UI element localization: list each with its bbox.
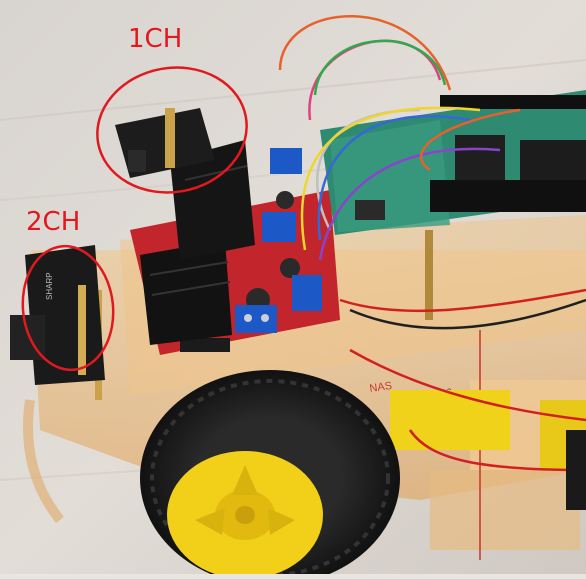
ic-chip — [455, 135, 505, 180]
ch2-circle — [21, 244, 115, 372]
screw-terminal — [235, 305, 277, 333]
brass-standoff — [425, 230, 433, 320]
screw-terminal — [270, 148, 302, 174]
screw-terminal — [292, 275, 322, 311]
ir-sensor-2ch: SHARP — [10, 245, 105, 385]
gear-motor — [390, 390, 510, 450]
ir-sensor-1ch — [115, 108, 215, 178]
capacitor — [276, 191, 294, 209]
ch1-circle — [96, 66, 248, 194]
capacitor — [280, 258, 300, 278]
rear-wheel — [566, 430, 586, 510]
pin-header — [180, 338, 230, 352]
pin-header — [430, 180, 586, 212]
screw-terminal — [262, 212, 296, 242]
jumper-wires — [278, 15, 586, 472]
annotation-overlay: 1CH 2CH — [21, 24, 248, 372]
chassis-label-2: NAS — [369, 380, 393, 395]
front-wheel — [140, 370, 400, 579]
sensor-brand-label: SHARP — [45, 272, 54, 300]
ch2-label: 2CH — [26, 207, 80, 237]
pin-header — [440, 95, 586, 109]
heatsink — [140, 240, 232, 345]
ch1-label: 1CH — [128, 24, 182, 54]
